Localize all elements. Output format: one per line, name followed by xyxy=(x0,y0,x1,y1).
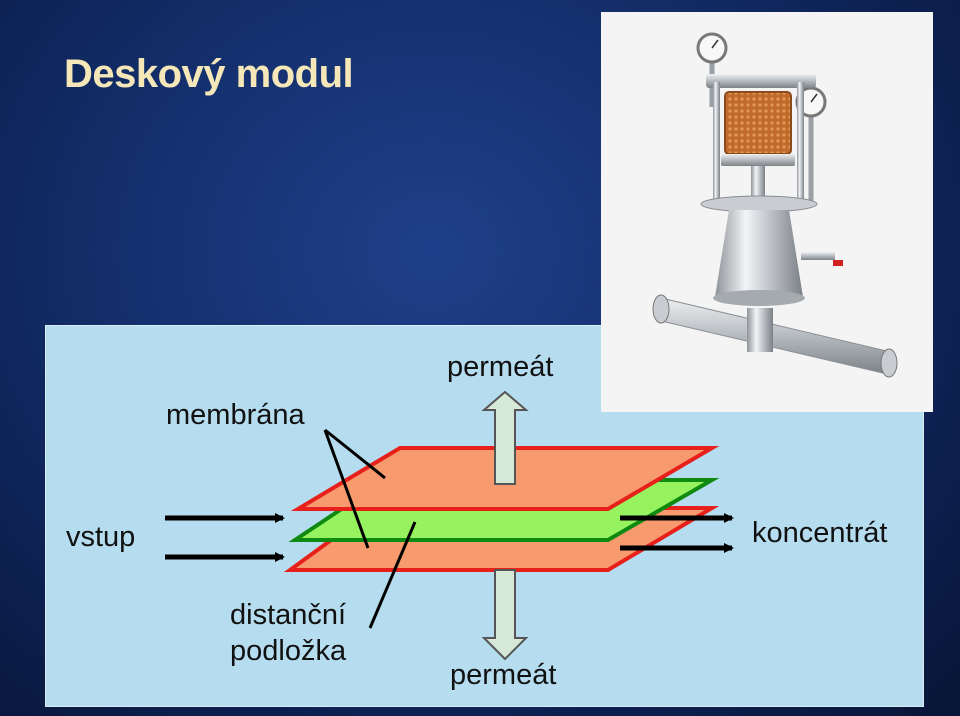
permeate-up-arrow xyxy=(481,390,529,485)
input-label: vstup xyxy=(66,521,136,553)
membrane-label: membrána xyxy=(166,399,305,431)
plate-module-illustration xyxy=(652,32,898,378)
permeate-top-label: permeát xyxy=(447,351,554,383)
membrane-pointer-line-2 xyxy=(323,429,370,549)
spacer-pointer-line xyxy=(368,521,417,629)
permeate-down-arrow xyxy=(481,569,529,661)
concentrate-label: koncentrát xyxy=(752,517,888,549)
spacer-label-line2: podložka xyxy=(230,635,347,667)
permeate-bottom-label: permeát xyxy=(450,659,557,691)
module-photo xyxy=(601,12,933,412)
slide-title: Deskový modul xyxy=(64,52,354,96)
membrane-pointer-line-1 xyxy=(324,428,386,480)
spacer-label-line1: distanční xyxy=(230,599,347,631)
